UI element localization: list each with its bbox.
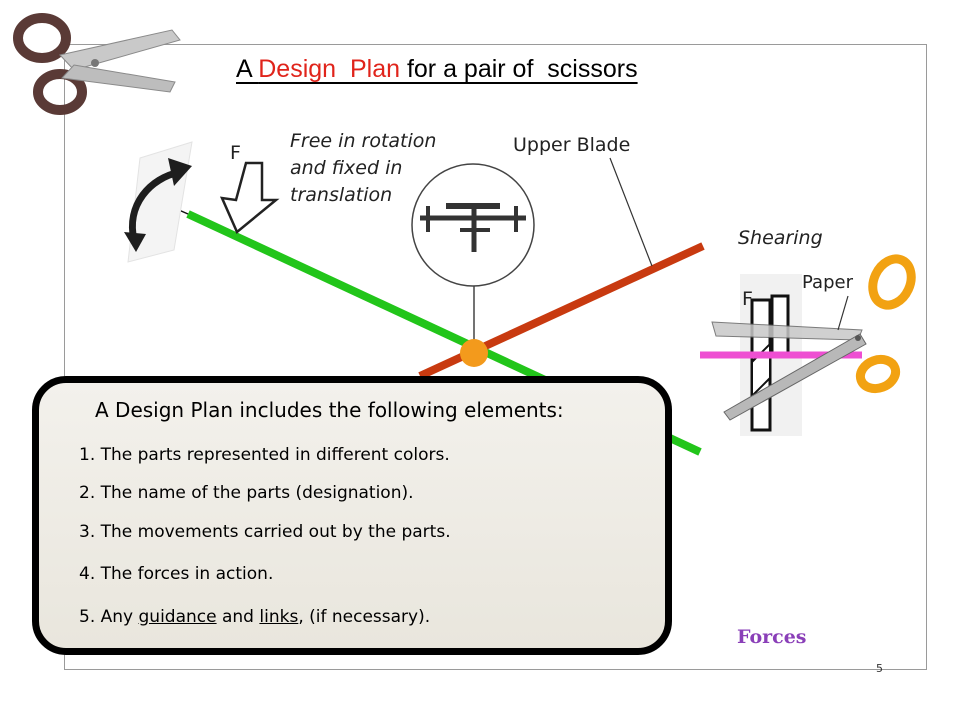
force-label-right: F	[742, 288, 753, 310]
design-plan-panel	[32, 376, 672, 655]
free-rotation-label: Free in rotation and fixed in translatio…	[290, 130, 437, 206]
list-item: 1. The parts represented in different co…	[79, 445, 450, 465]
list-item: 4. The forces in action.	[79, 564, 274, 584]
title-highlight: Design Plan	[258, 55, 407, 83]
shearing-label: Shearing	[738, 227, 823, 249]
forces-label: Forces	[737, 626, 807, 648]
list-item: 2. The name of the parts (designation).	[79, 483, 414, 503]
page-title: A Design Plan for a pair of scissors	[236, 55, 638, 83]
paper-label: Paper	[802, 272, 853, 293]
scissors-cutting-icon	[700, 254, 916, 436]
force-label-left: F	[230, 142, 241, 164]
rotation-arrow-icon	[124, 141, 193, 263]
force-arrow-icon	[219, 161, 280, 235]
pivot-joint-icon	[411, 163, 535, 287]
page-number: 5	[876, 662, 883, 675]
pivot-point	[460, 339, 488, 367]
panel-heading: A Design Plan includes the following ele…	[95, 398, 564, 422]
slide-frame	[64, 44, 927, 670]
guidance-link: guidance	[138, 607, 217, 627]
list-item: 5. Any guidance and links, (if necessary…	[79, 607, 431, 627]
upper-blade-label: Upper Blade	[513, 134, 631, 156]
links-link: links	[259, 607, 299, 627]
list-item: 3. The movements carried out by the part…	[79, 522, 451, 542]
